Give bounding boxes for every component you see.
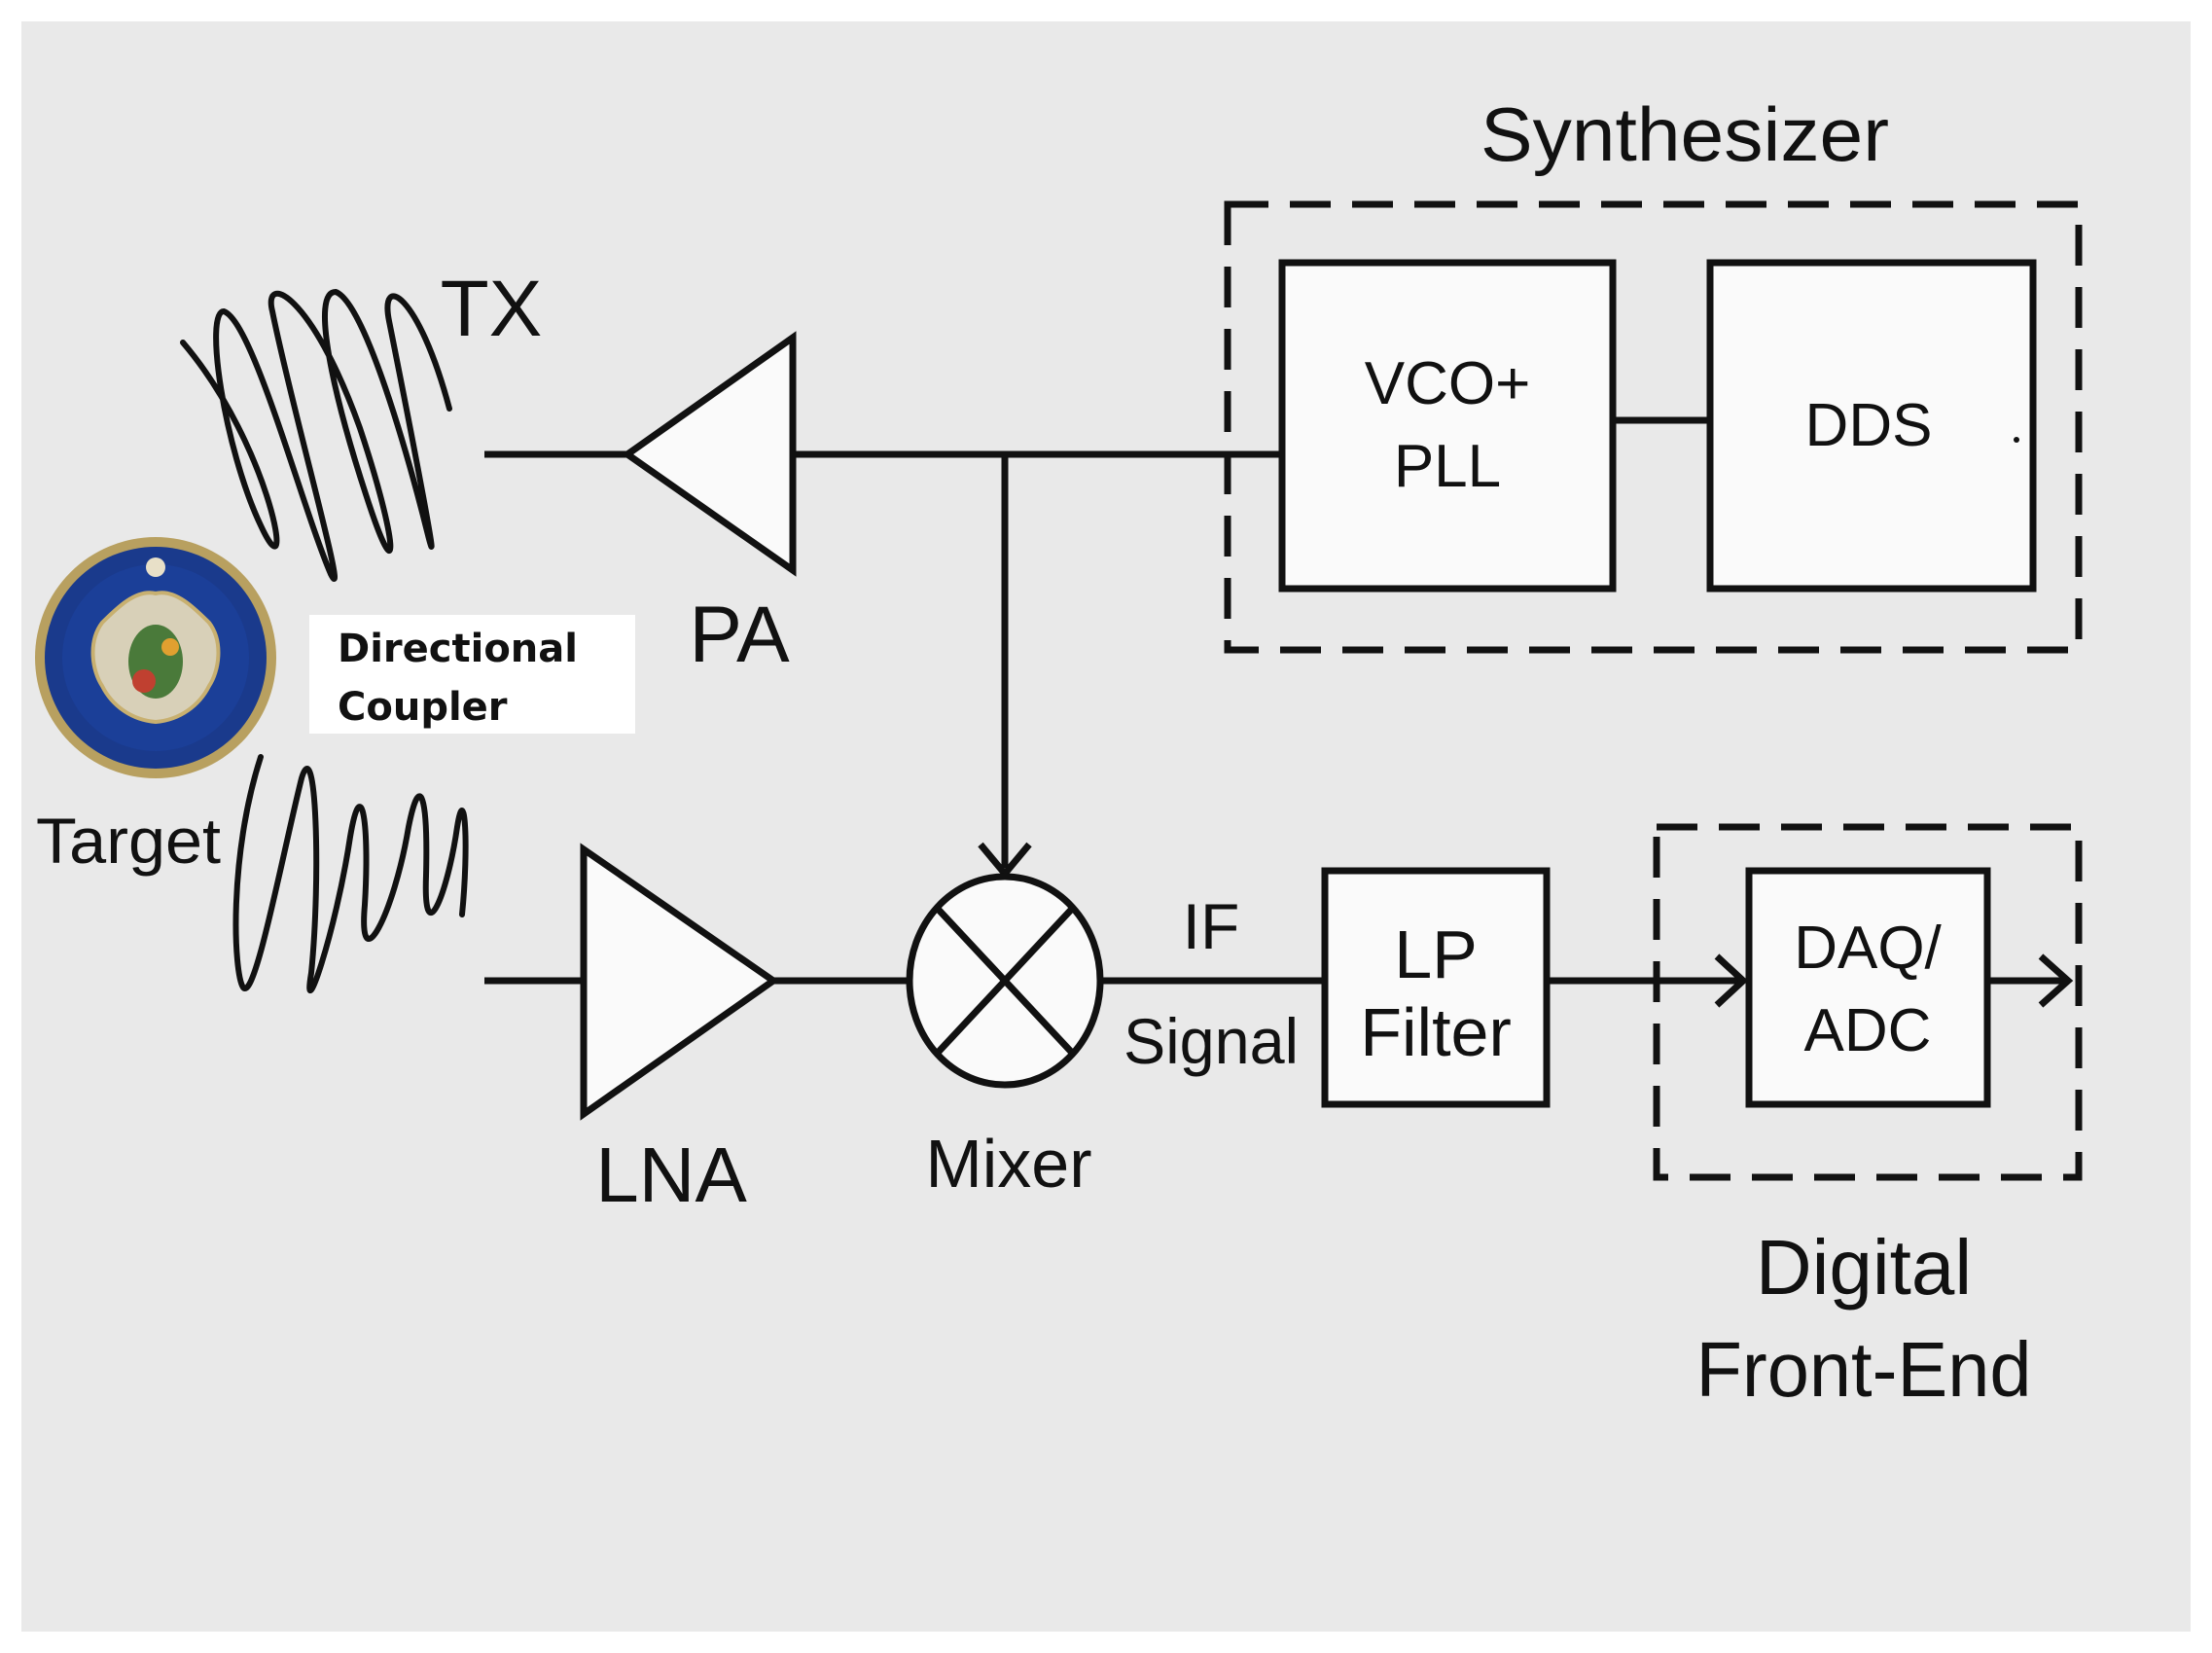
- output-arrowhead: [2038, 953, 2074, 1008]
- target-plate: [35, 537, 276, 778]
- signal-label: Signal: [1124, 1005, 1299, 1077]
- digital-front-end-group: [1653, 823, 2083, 1181]
- lna-amplifier: [580, 843, 780, 1121]
- lp-filter-label-line1: LP: [1394, 916, 1478, 992]
- pa-label: PA: [689, 591, 790, 679]
- target-label: Target: [36, 805, 221, 877]
- synthesizer-group: [1224, 200, 2083, 654]
- filter-daq-arrowhead: [1714, 953, 1749, 1008]
- mixer-cross-b: [934, 905, 1076, 1057]
- lp-filter-block: [1321, 867, 1551, 1108]
- vco-pll-label-line1: VCO+: [1365, 350, 1531, 417]
- pa-amplifier: [621, 331, 797, 577]
- digital-label: Digital: [1756, 1224, 1972, 1311]
- front-end-label: Front-End: [1696, 1326, 2032, 1413]
- synthesizer-label: Synthesizer: [1481, 91, 1889, 177]
- dds-block: [1706, 259, 2037, 593]
- lp-filter-label-line2: Filter: [1360, 994, 1512, 1070]
- lna-label: LNA: [595, 1132, 747, 1218]
- daq-adc-block: [1745, 867, 1991, 1108]
- tx-wave: [180, 288, 452, 582]
- vco-pll-block: [1278, 259, 1617, 593]
- coupler-label-line2: Coupler: [338, 685, 508, 730]
- rx-wave: [232, 754, 469, 993]
- dds-label: DDS: [1805, 392, 1933, 459]
- daq-adc-label-line2: ADC: [1804, 997, 1932, 1064]
- vco-pll-label-line2: PLL: [1394, 433, 1501, 500]
- daq-adc-label-line1: DAQ/: [1794, 915, 1942, 982]
- coupler-label-line1: Directional: [338, 627, 578, 671]
- mixer-label: Mixer: [925, 1126, 1091, 1202]
- dds-dot: [2014, 437, 2019, 443]
- if-label: IF: [1183, 890, 1240, 962]
- tx-label: TX: [441, 265, 543, 353]
- directional-coupler-box: [309, 615, 635, 734]
